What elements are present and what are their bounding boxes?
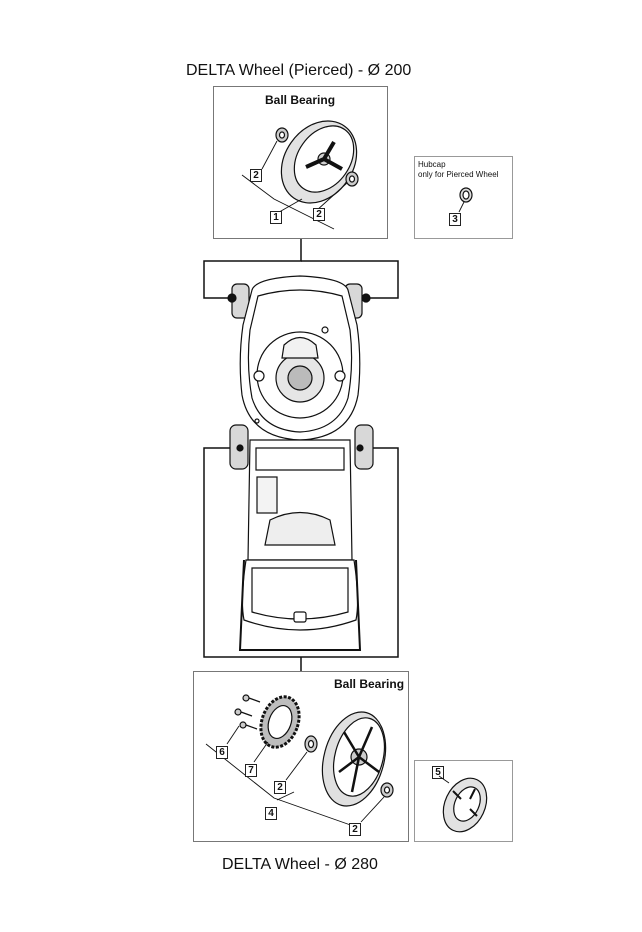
pierced-wheel-icon [280,120,358,204]
delta-wheel-panel: Ball Bearing [193,671,409,842]
part-number-6: 6 [216,746,228,759]
ball-bearing-label: Ball Bearing [265,93,336,107]
wheel-cover-panel: 5 [414,760,513,842]
ball-bearing-icon [275,127,289,143]
hubcap-label: Hubcap only for Pierced Wheel [418,160,499,179]
part-number-2: 2 [274,781,286,794]
part-number-5: 5 [432,766,444,779]
gear-ring-icon [259,695,301,749]
part-number-2: 2 [313,208,325,221]
part-number-3: 3 [449,213,461,226]
part-number-2: 2 [250,169,262,182]
connector-lines [203,239,399,671]
bottom-wheel-title: DELTA Wheel - Ø 280 [222,856,378,873]
hubcap-panel: Hubcap only for Pierced Wheel 3 [414,156,513,239]
part-number-1: 1 [270,211,282,224]
pierced-wheel-panel: Ball Bearing 2 1 2 [213,86,388,239]
rear-right-wheel-icon [354,424,374,470]
ball-bearing-label: Ball Bearing [334,677,405,691]
wheel-cover-icon [438,775,488,833]
top-wheel-title: DELTA Wheel (Pierced) - Ø 200 [186,62,412,79]
part-number-4: 4 [265,807,277,820]
part-number-7: 7 [245,764,257,777]
ball-bearing-icon [345,171,359,187]
hubcap-icon [458,187,473,213]
wheel-icon [321,711,387,807]
ball-bearing-icon [380,782,394,798]
ball-bearing-icon [304,735,318,753]
part-number-2: 2 [349,823,361,836]
screw-icon [234,694,261,730]
lawn-mower-icon [227,275,374,651]
